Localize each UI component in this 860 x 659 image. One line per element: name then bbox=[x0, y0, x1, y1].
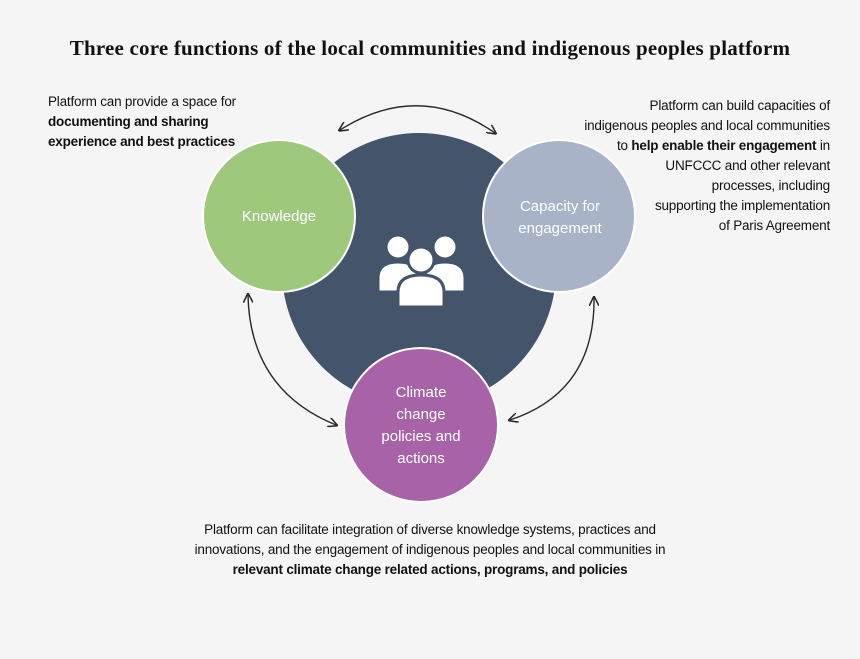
knowledge-note: Platform can provide a space for documen… bbox=[48, 92, 288, 152]
capacity-note-line-3-post: in bbox=[816, 138, 830, 153]
climate-note-bold: relevant climate change related actions,… bbox=[232, 562, 628, 577]
capacity-note-line-7: of Paris Agreement bbox=[718, 218, 830, 233]
climate-text-2: change bbox=[396, 406, 446, 423]
knowledge-note-bold-2: experience and best practices bbox=[48, 134, 236, 149]
capacity-note-line-2: indigenous peoples and local communities bbox=[584, 118, 830, 133]
capacity-note-line-5: processes, including bbox=[711, 178, 831, 193]
capacity-text-2: engagement bbox=[518, 220, 602, 237]
climate-label: Climate change policies and actions bbox=[348, 382, 494, 470]
climate-text-1: Climate bbox=[395, 384, 447, 401]
knowledge-note-line: Platform can provide a space for bbox=[48, 94, 236, 109]
knowledge-note-bold-1: documenting and sharing bbox=[48, 114, 209, 129]
capacity-label: Capacity for engagement bbox=[486, 196, 634, 240]
capacity-circle bbox=[482, 139, 636, 293]
capacity-note-line-1: Platform can build capacities of bbox=[649, 98, 831, 113]
capacity-note-line-4: UNFCCC and other relevant bbox=[665, 158, 830, 173]
climate-text-4: actions bbox=[397, 450, 445, 467]
knowledge-label: Knowledge bbox=[205, 206, 353, 228]
diagram-title: Three core functions of the local commun… bbox=[69, 36, 791, 60]
knowledge-text: Knowledge bbox=[241, 208, 317, 225]
arrow-right bbox=[510, 298, 594, 420]
climate-note: Platform can facilitate integration of d… bbox=[150, 520, 710, 580]
climate-note-line-2: innovations, and the engagement of indig… bbox=[194, 542, 666, 557]
capacity-note-line-6: supporting the implementation bbox=[654, 198, 830, 213]
capacity-text-1: Capacity for bbox=[519, 198, 601, 215]
climate-note-line-1: Platform can facilitate integration of d… bbox=[204, 522, 656, 537]
capacity-note-line-3-pre: to bbox=[616, 138, 632, 153]
arrow-top bbox=[340, 105, 495, 133]
capacity-note-line-3-bold: help enable their engagement bbox=[631, 138, 817, 153]
climate-text-3: policies and bbox=[381, 428, 461, 445]
climate-circle bbox=[343, 347, 499, 503]
people-group-icon bbox=[376, 233, 467, 309]
arrow-left bbox=[248, 295, 336, 425]
capacity-note: Platform can build capacities of indigen… bbox=[540, 96, 830, 236]
knowledge-circle bbox=[202, 139, 356, 293]
